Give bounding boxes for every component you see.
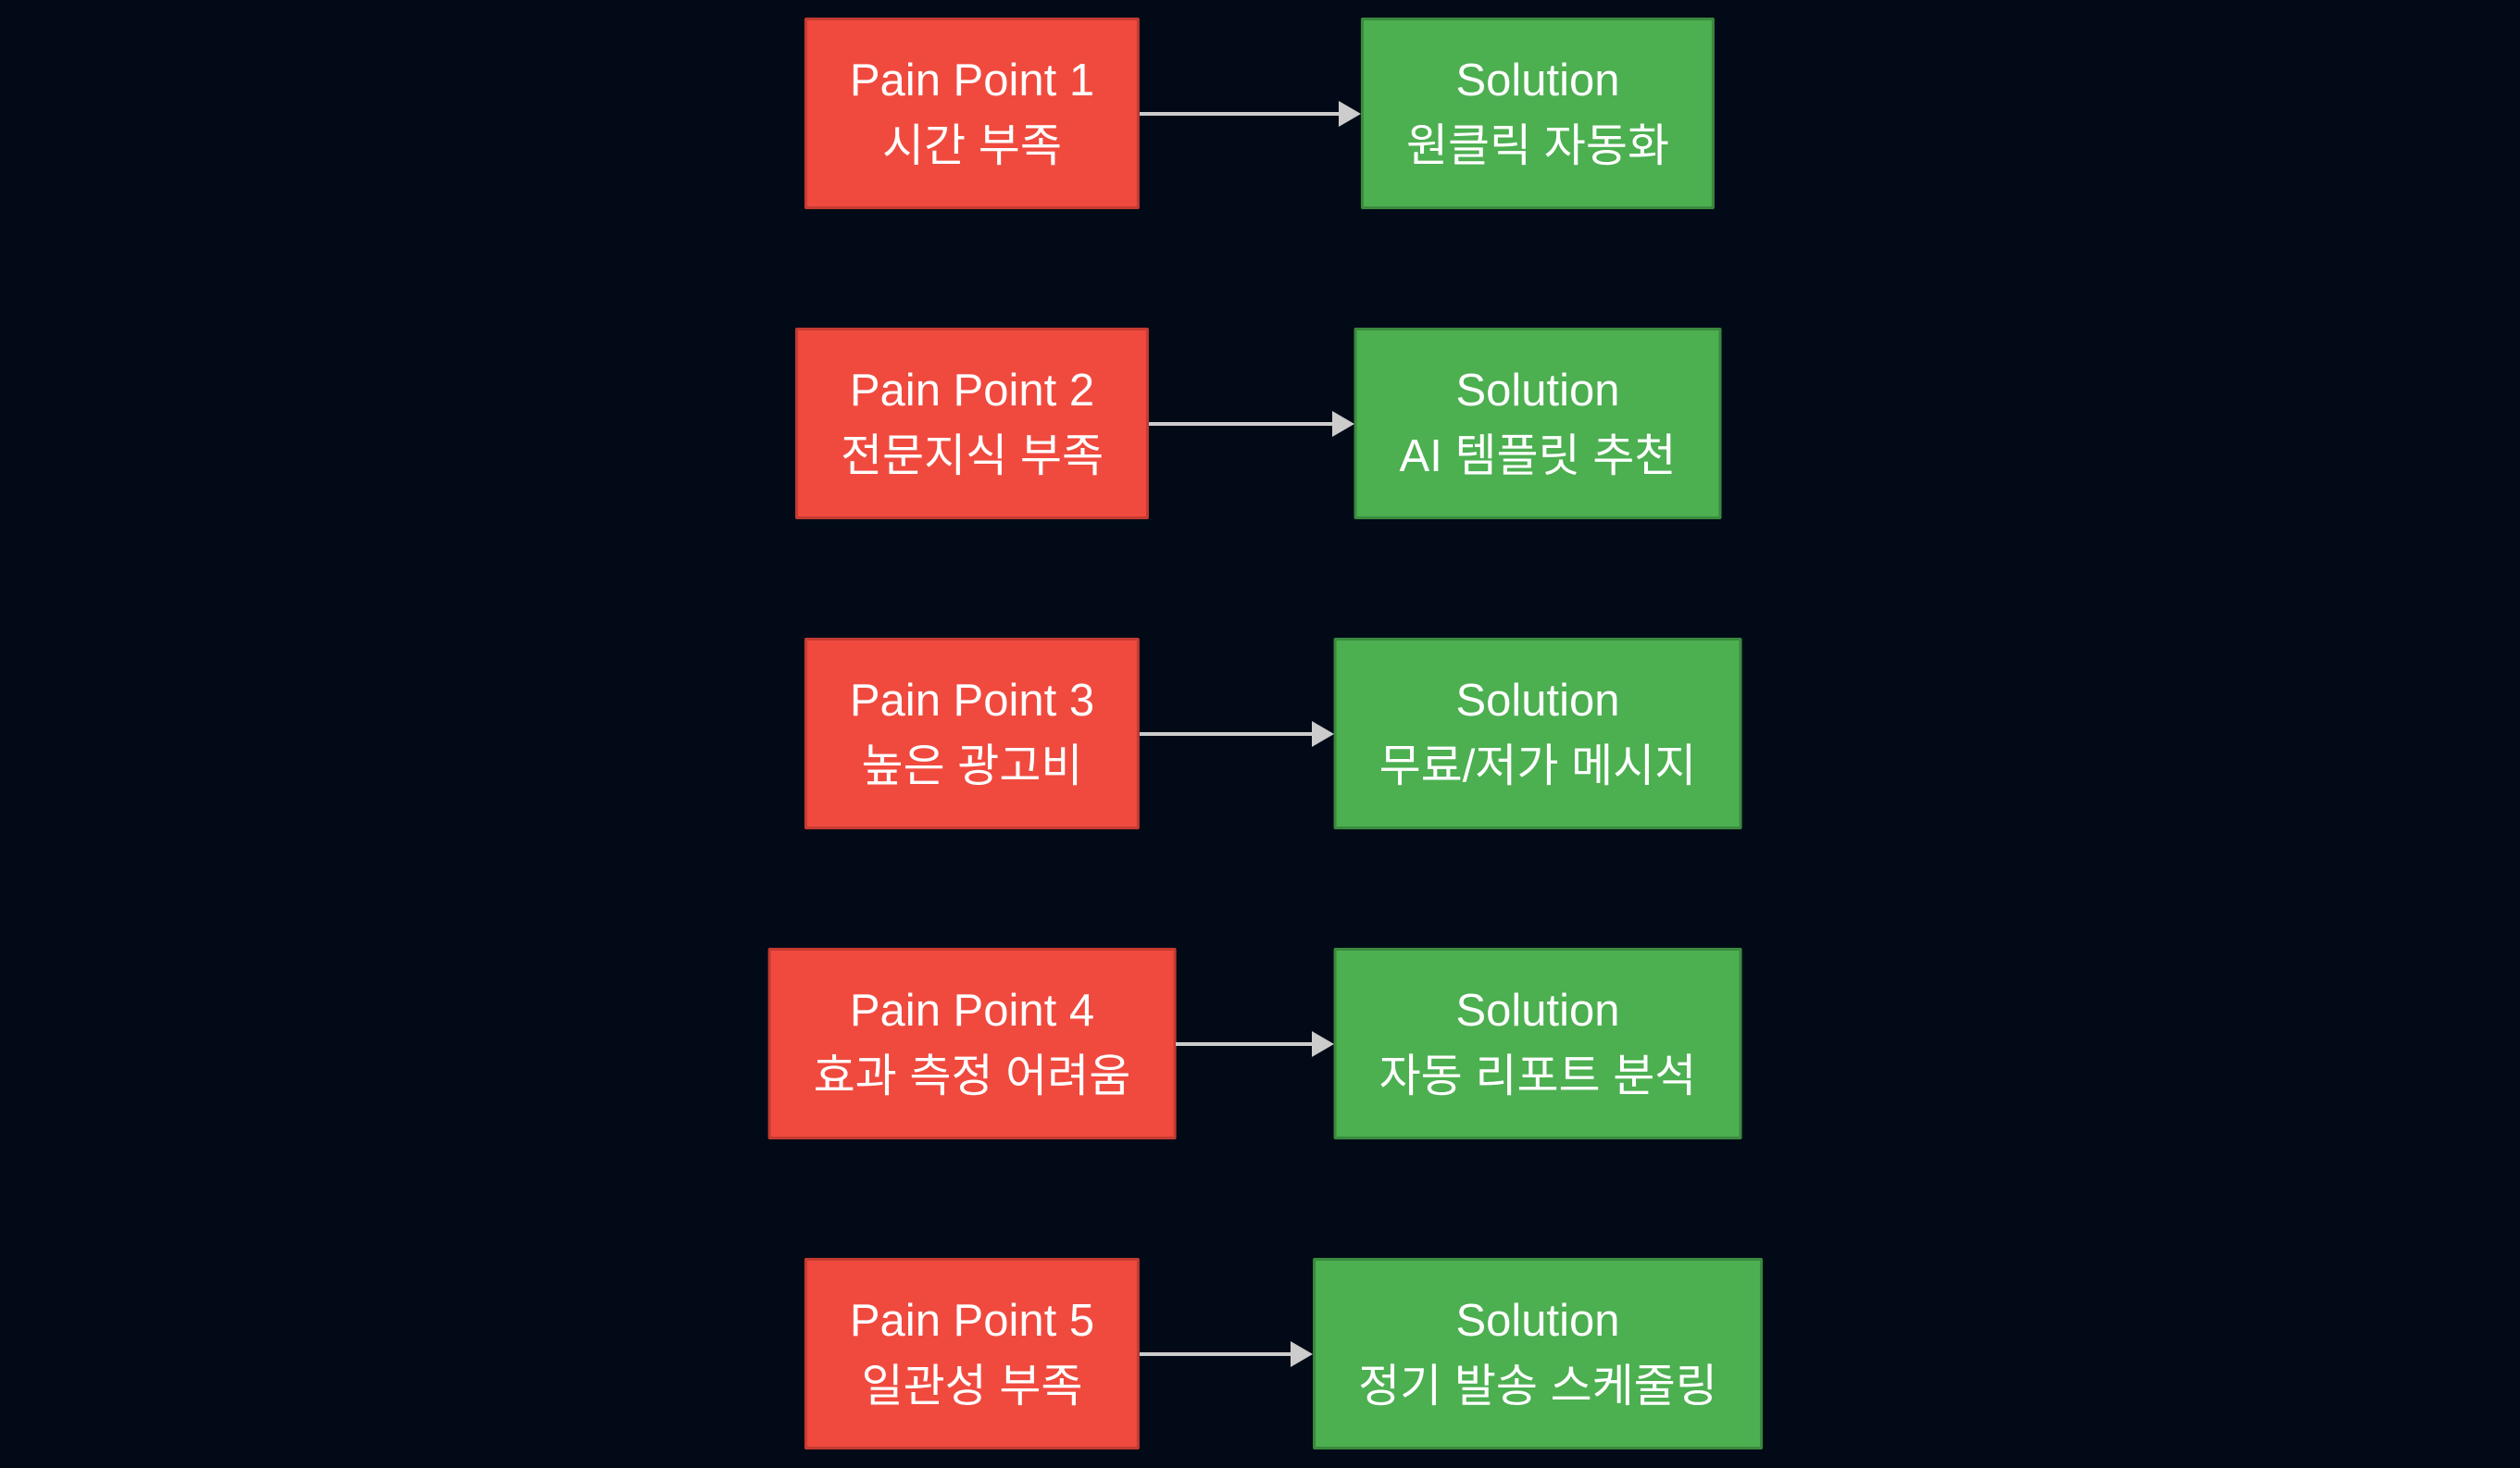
diagram-row-5: Pain Point 5 일관성 부족 Solution 정기 발송 스케줄링 [0, 1258, 2520, 1449]
solution-title: Solution [1455, 675, 1620, 726]
diagram-row-3: Pain Point 3 높은 광고비 Solution 무료/저가 메시지 [0, 638, 2520, 829]
diagram-row-1: Pain Point 1 시간 부족 Solution 원클릭 자동화 [0, 18, 2520, 209]
arrow-line [1140, 1351, 1291, 1356]
arrow-head-icon [1291, 1340, 1314, 1367]
arrow-head-icon [1331, 410, 1354, 437]
arrow-head-icon [1338, 100, 1361, 127]
flow-arrow-1 [1140, 100, 1361, 128]
pain-point-box-5: Pain Point 5 일관성 부족 [804, 1258, 1141, 1449]
solution-box-1: Solution 원클릭 자동화 [1360, 18, 1715, 209]
pain-point-box-4: Pain Point 4 효과 측정 어려움 [767, 948, 1177, 1139]
pain-point-title: Pain Point 3 [849, 675, 1095, 726]
arrow-line [1149, 421, 1332, 426]
solution-subtitle: 원클릭 자동화 [1405, 120, 1670, 171]
pain-point-title: Pain Point 2 [849, 365, 1095, 416]
arrow-line [1140, 731, 1312, 736]
solution-subtitle: AI 템플릿 추천 [1399, 430, 1677, 481]
pain-point-title: Pain Point 5 [849, 1295, 1095, 1346]
pain-point-title: Pain Point 1 [849, 55, 1095, 106]
flow-arrow-2 [1149, 410, 1354, 438]
pain-point-title: Pain Point 4 [849, 985, 1095, 1036]
solution-subtitle: 자동 리포트 분석 [1379, 1051, 1697, 1101]
pain-point-subtitle: 높은 광고비 [861, 740, 1083, 791]
solution-box-3: Solution 무료/저가 메시지 [1333, 638, 1742, 829]
pain-point-box-2: Pain Point 2 전문지식 부족 [794, 328, 1150, 519]
pain-point-subtitle: 효과 측정 어려움 [813, 1051, 1131, 1101]
pain-point-subtitle: 일관성 부족 [861, 1361, 1083, 1412]
solution-subtitle: 무료/저가 메시지 [1379, 740, 1697, 791]
solution-title: Solution [1455, 1295, 1620, 1346]
pain-point-subtitle: 시간 부족 [882, 120, 1062, 171]
flow-arrow-5 [1140, 1340, 1314, 1368]
solution-box-2: Solution AI 템플릿 추천 [1354, 328, 1722, 519]
solution-title: Solution [1455, 55, 1620, 106]
solution-subtitle: 정기 발송 스케줄링 [1358, 1361, 1717, 1412]
arrow-head-icon [1311, 1030, 1334, 1057]
solution-title: Solution [1455, 985, 1620, 1036]
arrow-line [1176, 1041, 1312, 1046]
arrow-head-icon [1311, 720, 1334, 747]
flow-arrow-3 [1140, 720, 1334, 748]
flow-arrow-4 [1176, 1030, 1334, 1058]
arrow-line [1140, 111, 1339, 116]
solution-title: Solution [1455, 365, 1620, 416]
diagram-row-4: Pain Point 4 효과 측정 어려움 Solution 자동 리포트 분… [0, 948, 2520, 1139]
solution-box-5: Solution 정기 발송 스케줄링 [1313, 1258, 1763, 1449]
pain-point-box-3: Pain Point 3 높은 광고비 [804, 638, 1141, 829]
pain-point-box-1: Pain Point 1 시간 부족 [804, 18, 1141, 209]
diagram-row-2: Pain Point 2 전문지식 부족 Solution AI 템플릿 추천 [0, 328, 2520, 519]
pain-point-subtitle: 전문지식 부족 [840, 430, 1104, 481]
solution-box-4: Solution 자동 리포트 분석 [1333, 948, 1742, 1139]
